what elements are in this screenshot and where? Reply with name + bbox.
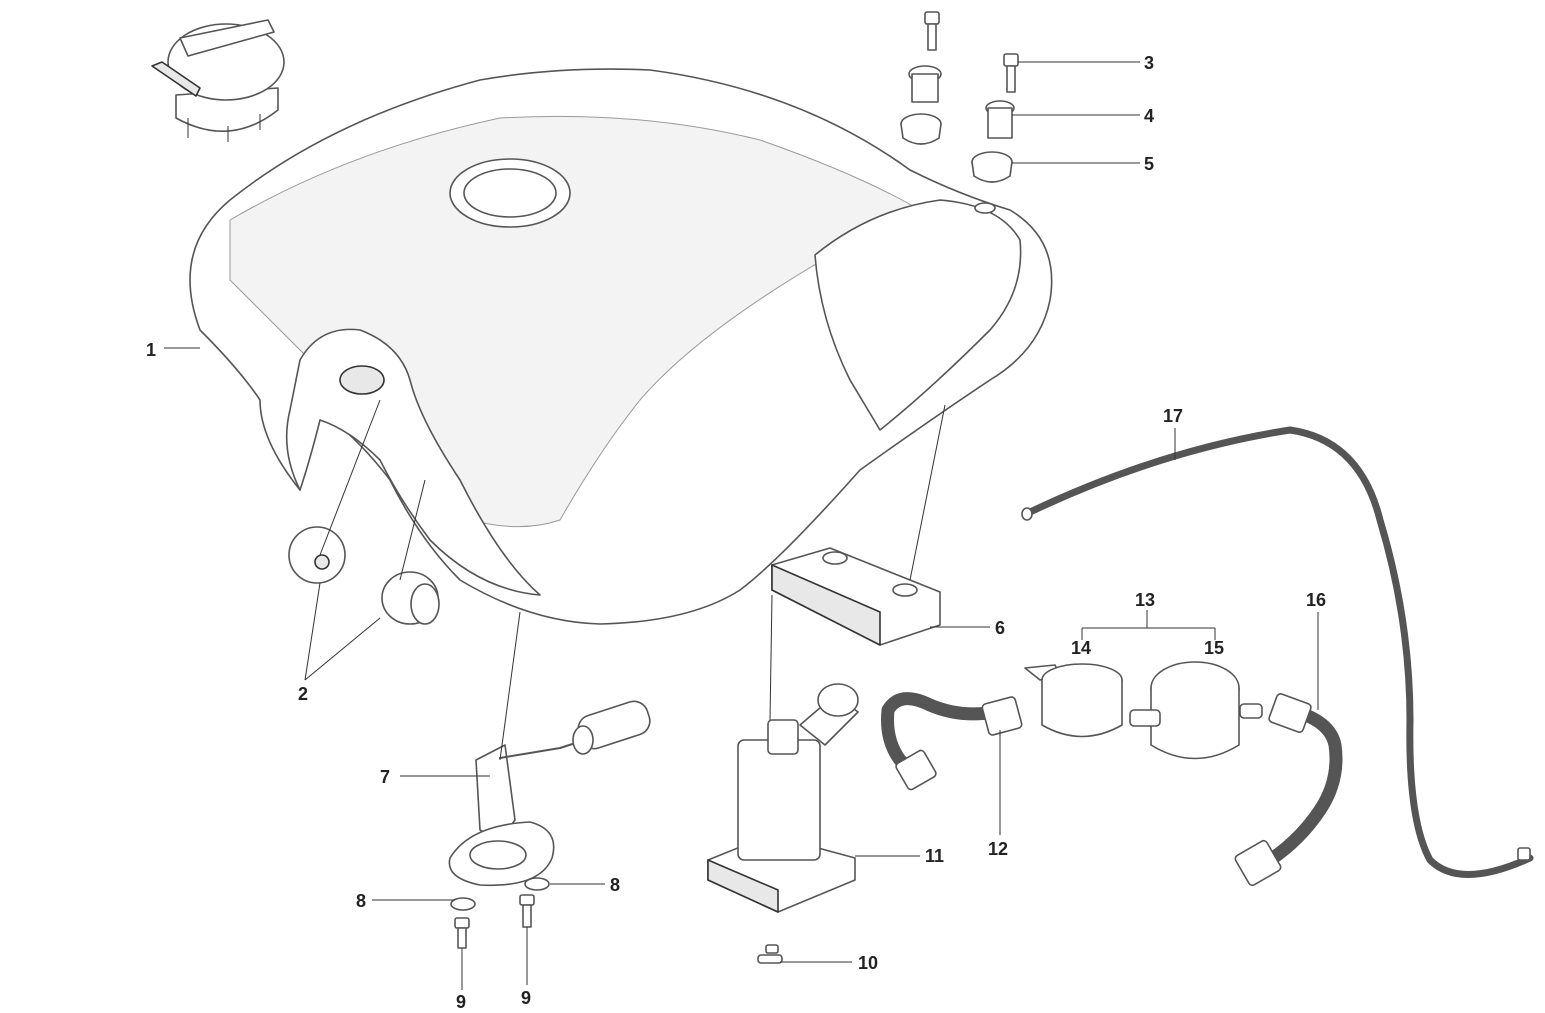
callout-14: 14 — [1071, 638, 1091, 658]
callout-6: 6 — [995, 618, 1005, 638]
filter-clamp — [1024, 663, 1123, 738]
fuel-tank — [189, 68, 1053, 625]
callout-16: 16 — [1306, 590, 1326, 610]
leader-lines — [164, 61, 1319, 990]
vent-hose — [1021, 426, 1534, 878]
callout-8-left: 8 — [356, 891, 366, 911]
callout-1: 1 — [146, 340, 156, 360]
fuel-hose-12 — [881, 692, 1023, 791]
callout-10: 10 — [858, 953, 878, 973]
callout-9-left: 9 — [456, 992, 466, 1012]
callout-5: 5 — [1144, 154, 1154, 174]
callout-2: 2 — [298, 684, 308, 704]
fuel-pump — [707, 683, 859, 964]
fuel-hose-16 — [1234, 693, 1343, 887]
fuel-cap — [151, 19, 285, 142]
callout-7: 7 — [380, 767, 390, 787]
callout-3: 3 — [1144, 53, 1154, 73]
callout-17: 17 — [1163, 406, 1183, 426]
callout-11: 11 — [925, 846, 944, 866]
callout-13: 13 — [1135, 590, 1155, 610]
rubber-pad — [771, 547, 941, 646]
callout-12: 12 — [988, 839, 1008, 859]
level-sender — [448, 700, 651, 949]
callout-8-right: 8 — [610, 875, 620, 895]
filler-knobs — [288, 526, 440, 625]
callout-4: 4 — [1144, 106, 1154, 126]
callout-labels: 1 2 3 4 5 6 7 8 8 9 9 10 11 12 13 14 15 … — [146, 53, 1326, 1012]
callout-9-right: 9 — [521, 988, 531, 1008]
fuel-filter — [1129, 661, 1263, 760]
callout-15: 15 — [1204, 638, 1224, 658]
mounting-hardware — [900, 11, 1019, 183]
